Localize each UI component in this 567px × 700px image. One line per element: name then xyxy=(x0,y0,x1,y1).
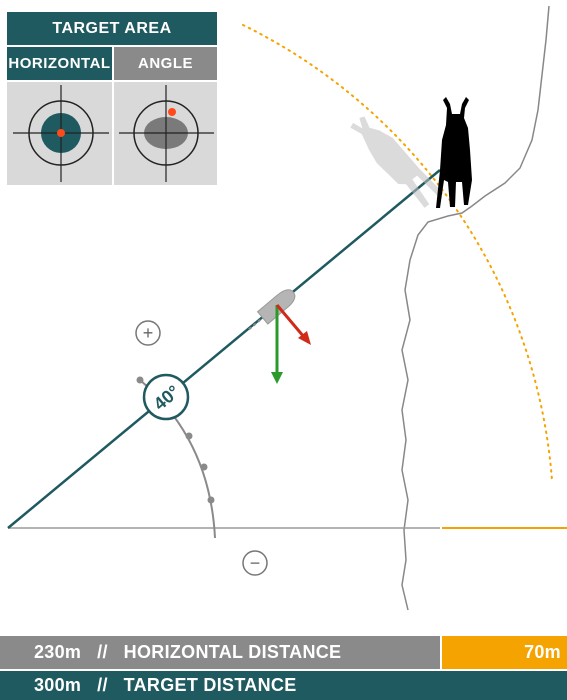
angle-target-box xyxy=(114,82,217,185)
minus-marker: − xyxy=(243,551,267,575)
distance-arc xyxy=(243,25,552,480)
plus-symbol: + xyxy=(143,323,154,343)
rise-distance-value: 70m xyxy=(524,642,567,663)
chamois-target-icon xyxy=(436,97,472,208)
separator: // xyxy=(97,675,108,695)
angle-arc-dot xyxy=(201,464,208,471)
impact-point xyxy=(57,129,65,137)
target-area-title: TARGET AREA xyxy=(7,12,217,45)
horizontal-distance-bar: 230m // HORIZONTAL DISTANCE xyxy=(0,636,440,669)
target-distance-value: 300m xyxy=(34,675,81,695)
separator: // xyxy=(97,642,108,662)
deflection-arrow xyxy=(277,305,311,345)
angle-arc-dot xyxy=(208,497,215,504)
cliff-outline xyxy=(402,6,549,610)
target-distance-bar: 300m // TARGET DISTANCE xyxy=(0,671,567,700)
bullet-icon xyxy=(244,286,299,336)
rise-distance-bar: 70m xyxy=(442,636,567,669)
target-distance-label: TARGET DISTANCE xyxy=(124,675,297,695)
target-area-panel: TARGET AREA HORIZONTAL ANGLE xyxy=(7,12,217,185)
plus-marker: + xyxy=(136,321,160,345)
impact-point xyxy=(168,108,176,116)
horizontal-distance-label: HORIZONTAL DISTANCE xyxy=(124,642,342,662)
tab-angle: ANGLE xyxy=(114,47,217,80)
minus-symbol: − xyxy=(250,553,261,573)
line-of-sight xyxy=(8,170,440,528)
angle-arc-dot xyxy=(186,433,193,440)
chamois-shadow-icon xyxy=(348,106,443,214)
angle-badge: 40° xyxy=(144,375,188,419)
horizontal-target-box xyxy=(7,82,112,185)
horizontal-distance-value: 230m xyxy=(34,642,81,662)
angle-arc-dot xyxy=(137,377,144,384)
tab-horizontal: HORIZONTAL xyxy=(7,47,112,80)
